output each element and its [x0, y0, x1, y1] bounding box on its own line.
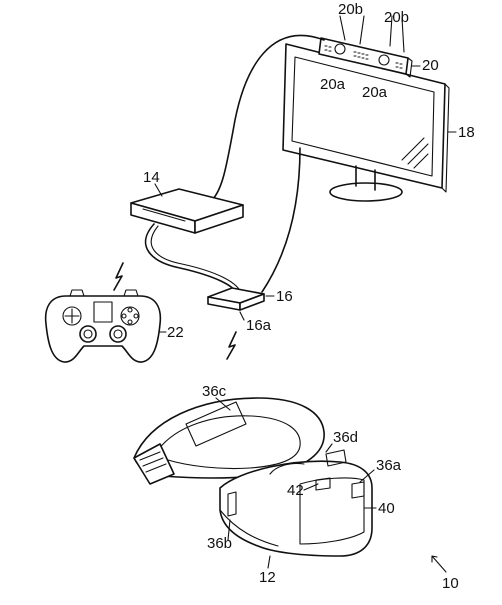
- reference-labels: 20b 20b 20 20a 20a 18 14 16 16a 22 36c 3…: [143, 1, 475, 592]
- leader-lines: [154, 15, 457, 573]
- label-20b-right: 20b: [384, 9, 409, 26]
- label-12: 12: [259, 569, 276, 586]
- label-16a: 16a: [246, 317, 272, 334]
- label-20b-left: 20b: [338, 1, 363, 18]
- label-18: 18: [458, 124, 475, 141]
- game-console: [130, 188, 244, 234]
- game-controller: [44, 289, 162, 363]
- relay-box: [207, 287, 265, 311]
- label-10: 10: [442, 575, 459, 592]
- label-22: 22: [167, 324, 184, 341]
- wireless-link-icons: [113, 262, 237, 360]
- label-20a-left: 20a: [320, 76, 346, 93]
- cables: [144, 34, 325, 297]
- label-36c: 36c: [202, 383, 227, 400]
- label-36d: 36d: [333, 429, 358, 446]
- label-42: 42: [287, 482, 304, 499]
- label-14: 14: [143, 169, 160, 186]
- label-40: 40: [378, 500, 395, 517]
- label-20: 20: [422, 57, 439, 74]
- label-36a: 36a: [376, 457, 402, 474]
- head-mounted-display: [133, 397, 373, 557]
- label-36b: 36b: [207, 535, 232, 552]
- camera-unit: [318, 37, 413, 78]
- label-16: 16: [276, 288, 293, 305]
- label-20a-right: 20a: [362, 84, 388, 101]
